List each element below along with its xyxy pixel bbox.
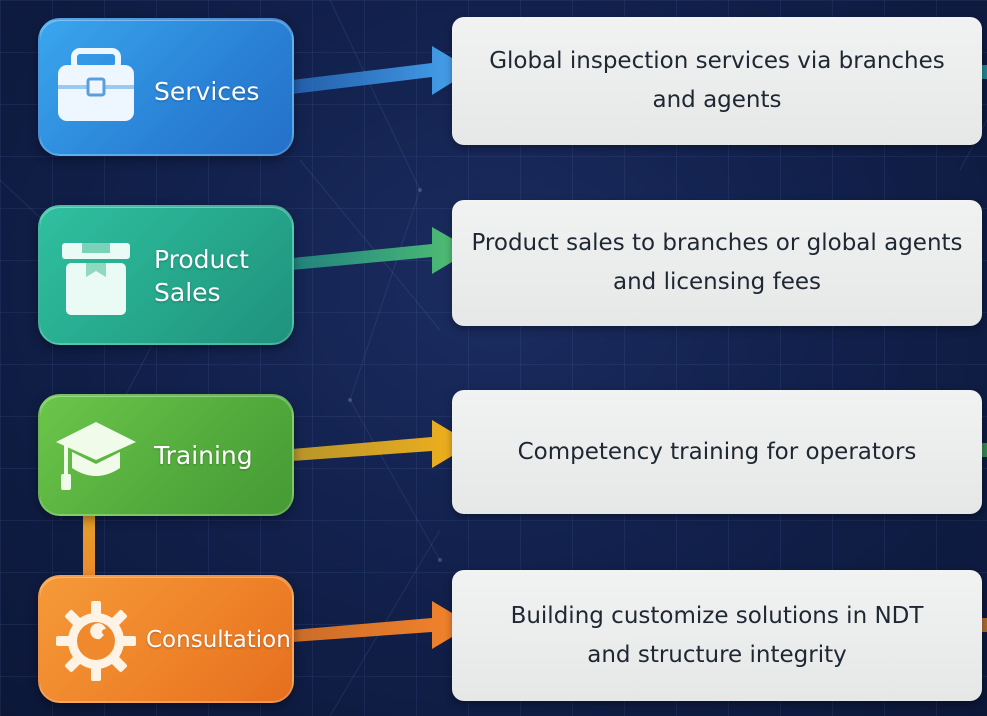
description-text: Competency training for operators bbox=[517, 438, 917, 465]
description-text: Product sales to branches or global agen… bbox=[471, 230, 963, 295]
category-label: Consultation bbox=[146, 627, 291, 653]
arrow-services bbox=[292, 46, 472, 95]
description-box-product-sales: Product sales to branches or global agen… bbox=[452, 200, 982, 326]
graduation-cap-icon bbox=[56, 422, 136, 490]
category-label: Product Sales bbox=[154, 245, 249, 307]
category-label: Services bbox=[154, 77, 260, 106]
category-training: Training bbox=[38, 394, 294, 516]
category-product-sales: Product Sales bbox=[38, 205, 294, 345]
description-text: Building customize solutions in NDT and … bbox=[510, 602, 924, 668]
arrow-training bbox=[292, 420, 472, 468]
connector-line bbox=[83, 515, 95, 577]
arrow-product-sales bbox=[292, 227, 472, 274]
category-label: Training bbox=[154, 441, 253, 470]
description-text: Global inspection services via branches … bbox=[489, 48, 945, 113]
category-consultation: Consultation bbox=[38, 575, 294, 703]
gear-wrench-icon bbox=[56, 601, 136, 681]
box-icon bbox=[62, 243, 130, 315]
arrow-consultation bbox=[292, 601, 472, 649]
description-box-services: Global inspection services via branches … bbox=[452, 17, 982, 145]
description-box-consultation: Building customize solutions in NDT and … bbox=[452, 570, 982, 701]
briefcase-icon bbox=[58, 48, 134, 121]
category-services: Services bbox=[38, 18, 294, 156]
description-box-training: Competency training for operators bbox=[452, 390, 982, 514]
